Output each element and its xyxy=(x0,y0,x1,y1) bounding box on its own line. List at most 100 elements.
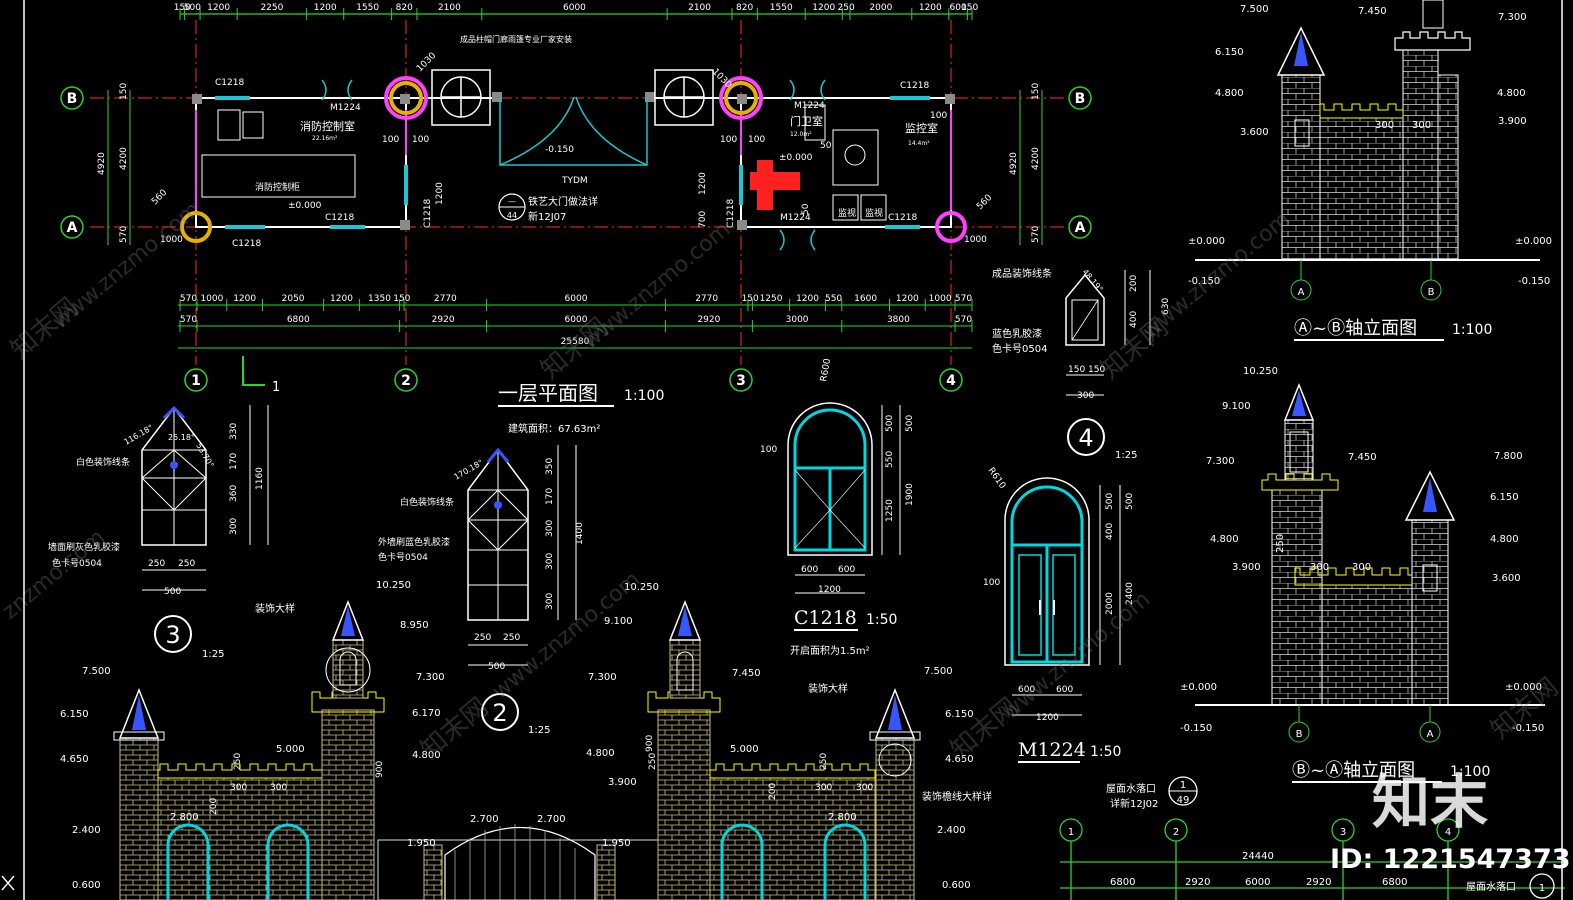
dim-text: 570 xyxy=(955,294,972,304)
dim-text: 150 xyxy=(961,3,978,13)
equipment-label: 消防控制柜 xyxy=(255,181,300,193)
dim-text: 2770 xyxy=(434,294,457,304)
dim-text: 50 xyxy=(801,203,811,215)
dim-text: 100 xyxy=(412,135,429,145)
dim-text: 1200 xyxy=(812,3,835,13)
watermark-text: znzmo.com xyxy=(0,525,110,625)
gate-tag: TYDM xyxy=(561,176,588,186)
dim-text: 250 xyxy=(148,559,165,569)
dim-text: 1200 xyxy=(207,3,230,13)
note-text: 详新12J02 xyxy=(1110,797,1158,810)
level-mark: 4.650 xyxy=(945,754,974,765)
level-mark: 3.600 xyxy=(1492,573,1521,584)
dim-text: 570 xyxy=(180,294,197,304)
dim-text: 1000 xyxy=(964,235,987,245)
level-mark: ±0.000 xyxy=(1188,236,1225,247)
dim-text: 560 xyxy=(150,188,169,207)
detail-number: 3 xyxy=(165,621,180,649)
dim-text: 1900 xyxy=(905,483,915,506)
dim-text: 300 xyxy=(815,783,832,793)
dim-text: 53.70° xyxy=(194,442,215,470)
room-area: 22.16m² xyxy=(312,135,338,142)
window-tag: C1218 xyxy=(900,81,929,91)
level-mark: 7.300 xyxy=(416,672,445,683)
dim-text: 100 xyxy=(760,445,777,455)
level-mark: 4.800 xyxy=(412,750,441,761)
detail-number: 2 xyxy=(492,699,507,727)
detail-scale: 1:25 xyxy=(202,649,224,660)
dim-text: 48.19° xyxy=(1080,268,1104,294)
section-number: 1 xyxy=(272,380,280,395)
level-mark: 5.000 xyxy=(730,744,759,755)
dim-text: 500 xyxy=(488,662,505,672)
dim-text: 1200 xyxy=(233,294,256,304)
level-mark: 2.700 xyxy=(537,814,566,825)
axis-label: 1 xyxy=(1068,827,1074,838)
gate-note: 新12J07 xyxy=(528,210,566,223)
dim-text: 300 xyxy=(230,783,247,793)
dim-text: 500 xyxy=(1105,493,1115,510)
window-tag: C1218 xyxy=(215,78,244,88)
level-mark: 3.900 xyxy=(608,777,637,788)
index-top: — xyxy=(508,197,516,206)
axis-label: 2 xyxy=(1173,827,1179,838)
dim-text: 350 xyxy=(545,458,555,475)
close-icon[interactable] xyxy=(1,875,15,891)
dim-text: 500 xyxy=(885,415,895,432)
room-label: 监视 xyxy=(838,207,856,219)
level-mark: 7.300 xyxy=(588,672,617,683)
dim-text: 200 xyxy=(209,798,219,815)
section-letter: L xyxy=(244,381,246,383)
dim-text: 6800 xyxy=(1382,877,1407,888)
dim-text: 2920 xyxy=(1306,877,1331,888)
level-mark: 1.950 xyxy=(407,838,436,849)
dim-text: 1000 xyxy=(160,235,183,245)
dim-text: 250 xyxy=(838,3,855,13)
dim-text: 4200 xyxy=(1031,147,1041,170)
level-mark: 8.950 xyxy=(400,620,429,631)
dim-text: 500 xyxy=(164,587,181,597)
level-mark: 6.150 xyxy=(1490,492,1519,503)
dim-text: 170 xyxy=(545,488,555,505)
dim-text: 6000 xyxy=(565,315,588,325)
level-mark: 7.450 xyxy=(1358,6,1387,17)
room-label: 监视 xyxy=(865,207,883,219)
room-area: 14.4m² xyxy=(908,140,930,147)
dim-text: 600 xyxy=(1018,685,1035,695)
dim-text: 630 xyxy=(1161,298,1171,315)
level-mark: 7.800 xyxy=(1494,451,1523,462)
note-text: 白色装饰线条 xyxy=(400,496,454,508)
dim-text: 1200 xyxy=(919,3,942,13)
dim-text: 100 xyxy=(983,578,1000,588)
dim-text: 170.18° xyxy=(453,458,485,482)
roof-drain-plan: 1 2 3 4 屋面水落口 详新12J02 1 49 屋面水落口 1 24440… xyxy=(1059,776,1565,900)
axis-label-3: 3 xyxy=(736,373,746,389)
window-scale: 1:50 xyxy=(866,612,897,628)
door-tag: M1224 xyxy=(330,103,361,113)
watermark-text: www.znzmo.com xyxy=(1138,207,1295,345)
axis-label: B xyxy=(1428,287,1435,298)
level-mark: -0.150 xyxy=(1512,723,1544,734)
dim-text: 2920 xyxy=(697,315,720,325)
level-mark: 3.600 xyxy=(1240,127,1269,138)
watermark-text: www.znzmo.com xyxy=(578,217,735,355)
note-text: 蓝色乳胶漆 xyxy=(992,327,1042,340)
note-text: 色卡号0504 xyxy=(992,342,1047,355)
dim-text: 1200 xyxy=(314,3,337,13)
dim-text: 1350 xyxy=(368,294,391,304)
window-tag: C1218 xyxy=(423,199,433,228)
dim-text: 1200 xyxy=(435,182,445,205)
dim-text: 150 xyxy=(1088,365,1105,375)
dim-text: 1200 xyxy=(1036,713,1059,723)
dim-text: 300 xyxy=(545,593,555,610)
level-mark: ±0.000 xyxy=(1505,682,1542,693)
level-mark: -0.150 xyxy=(545,145,574,155)
dim-text: 6800 xyxy=(1110,877,1135,888)
dim-text: 600 xyxy=(950,3,967,13)
dim-text: 500 xyxy=(184,3,201,13)
brand-logo-text: 知末 xyxy=(1372,768,1488,836)
note-text: 屋面水落口 xyxy=(1466,881,1516,893)
